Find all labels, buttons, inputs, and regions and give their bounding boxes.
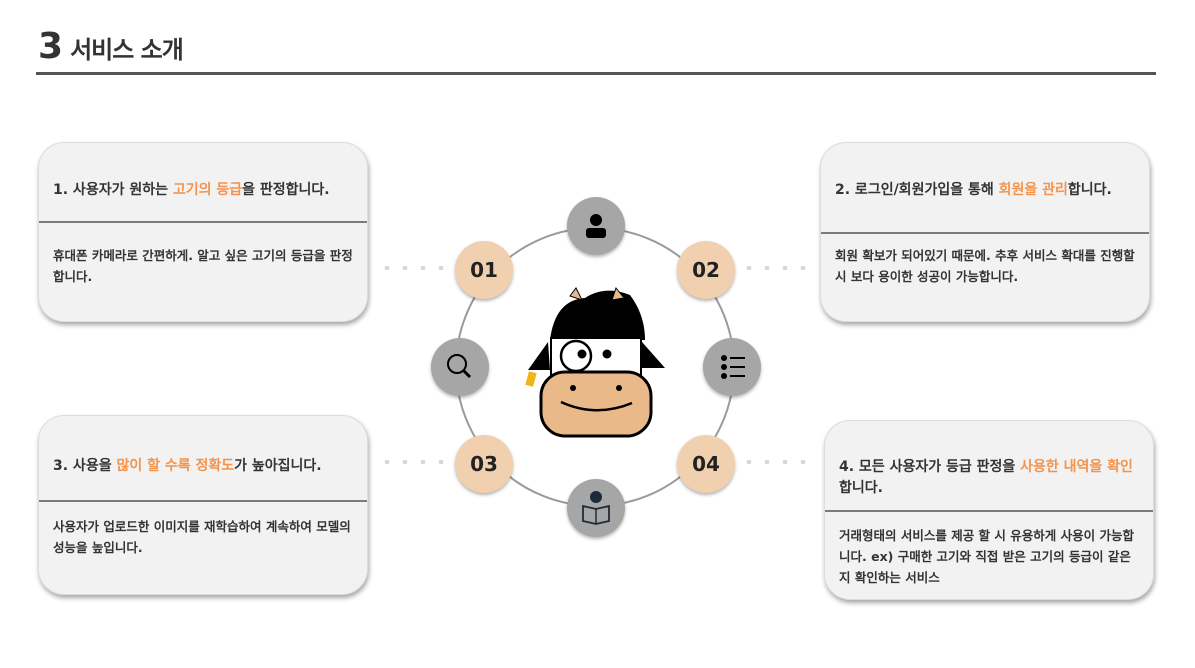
step-badge-03: 03 — [455, 435, 513, 493]
connector-dots — [740, 266, 812, 270]
connector-dots — [378, 266, 450, 270]
person-icon — [567, 197, 625, 255]
card-heading: 2. 로그인/회원가입을 통해 회원을 관리합니다. — [835, 182, 1112, 198]
card-divider — [39, 221, 367, 223]
card-body: 사용자가 업로드한 이미지를 재학습하여 계속하여 모델의 성능을 높입니다. — [53, 519, 351, 555]
search-icon — [431, 338, 489, 396]
feature-card-4: 4. 모든 사용자가 등급 판정을 사용한 내역을 확인합니다. 거래형태의 서… — [824, 420, 1154, 600]
card-heading: 3. 사용을 많이 할 수록 정확도가 높아집니다. — [53, 458, 322, 474]
list-icon — [703, 338, 761, 396]
feature-card-1: 1. 사용자가 원하는 고기의 등급을 판정합니다. 휴대폰 카메라로 간편하게… — [38, 142, 368, 322]
feature-card-3: 3. 사용을 많이 할 수록 정확도가 높아집니다. 사용자가 업로드한 이미지… — [38, 415, 368, 595]
card-body: 휴대폰 카메라로 간편하게. 알고 싶은 고기의 등급을 판정합니다. — [53, 248, 353, 284]
connector-dots — [740, 460, 812, 464]
card-body: 거래형태의 서비스를 제공 할 시 유용하게 사용이 가능합니다. ex) 구매… — [839, 528, 1134, 585]
card-divider — [39, 500, 367, 502]
card-divider — [821, 232, 1149, 234]
card-heading: 4. 모든 사용자가 등급 판정을 사용한 내역을 확인합니다. — [839, 459, 1133, 496]
step-badge-04: 04 — [677, 435, 735, 493]
step-badge-01: 01 — [455, 241, 513, 299]
reader-icon — [567, 479, 625, 537]
step-badge-02: 02 — [677, 241, 735, 299]
card-body: 회원 확보가 되어있기 때문에. 추후 서비스 확대를 진행할 시 보다 용이한… — [835, 248, 1135, 284]
feature-card-2: 2. 로그인/회원가입을 통해 회원을 관리합니다. 회원 확보가 되어있기 때… — [820, 142, 1150, 322]
connector-dots — [378, 460, 450, 464]
title-divider — [36, 72, 1156, 75]
card-heading: 1. 사용자가 원하는 고기의 등급을 판정합니다. — [53, 182, 330, 198]
card-divider — [825, 510, 1153, 512]
